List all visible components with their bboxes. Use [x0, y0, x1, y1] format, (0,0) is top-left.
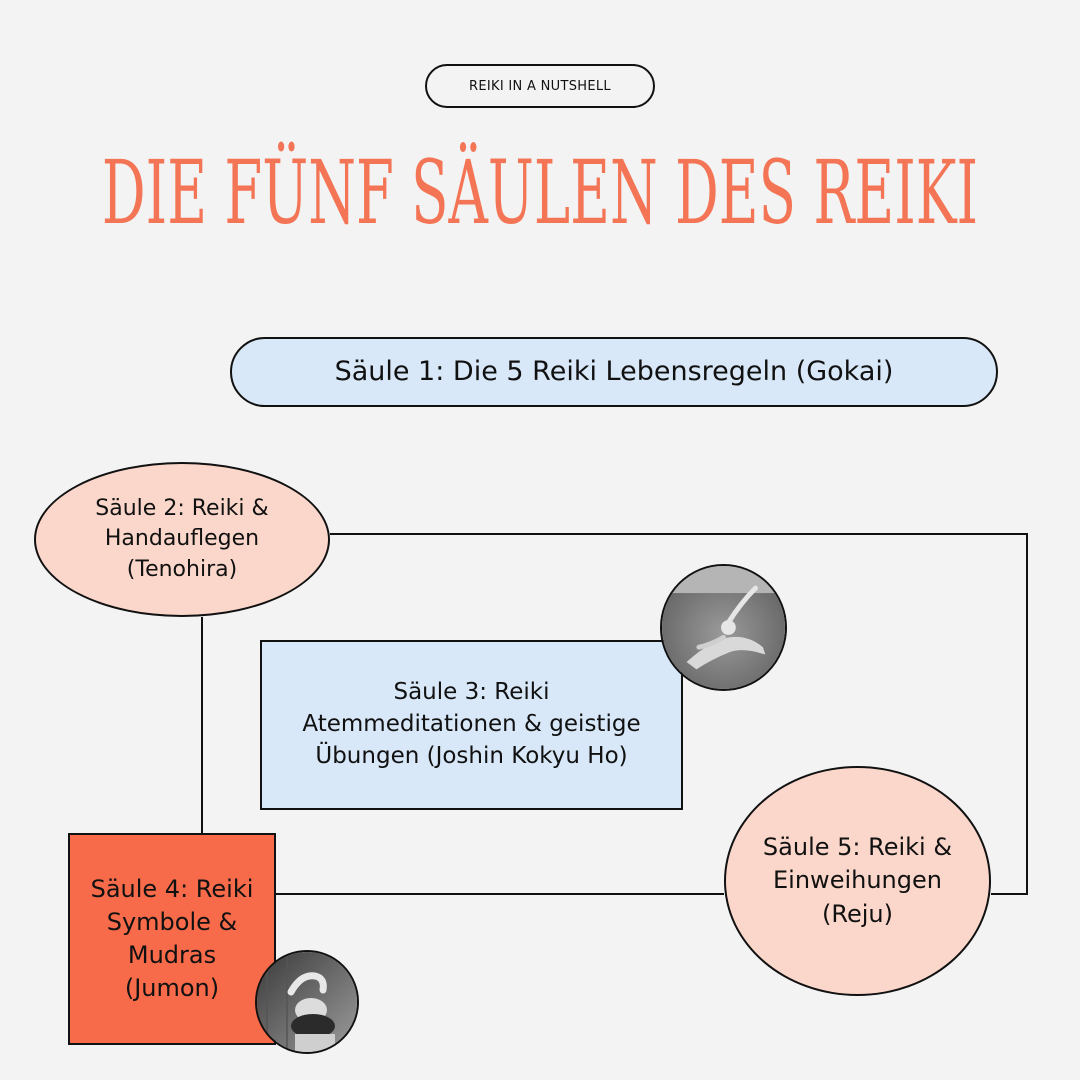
pillar-4-box: Säule 4: Reiki Symbole & Mudras (Jumon): [68, 833, 276, 1045]
pillar-1-box: Säule 1: Die 5 Reiki Lebensregeln (Gokai…: [230, 337, 998, 407]
person-stretching-seated-photo: [660, 564, 787, 691]
pillar-2-oval: Säule 2: Reiki & Handauflegen (Tenohira): [34, 462, 330, 617]
section-tag: REIKI IN A NUTSHELL: [425, 64, 655, 108]
person-stretching-standing-photo: [255, 950, 359, 1054]
pillar-5-oval: Säule 5: Reiki & Einweihungen (Reju): [724, 766, 991, 996]
pillar-3-box: Säule 3: Reiki Atemmeditationen & geisti…: [260, 640, 683, 810]
page-title: DIE FÜNF SÄULEN DES REIKI: [101, 141, 979, 244]
